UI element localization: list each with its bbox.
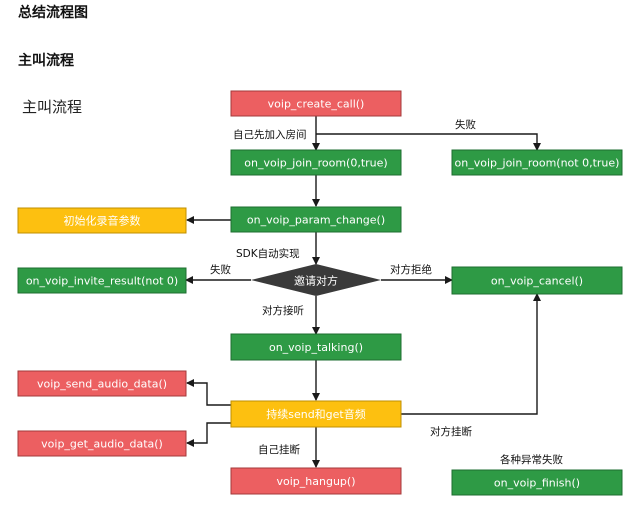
node-join-room-fail-label: on_voip_join_room(not 0,true) [455, 157, 620, 170]
node-join-room-ok: on_voip_join_room(0,true) [230, 149, 402, 176]
node-talking: on_voip_talking() [230, 333, 402, 361]
node-param-change: on_voip_param_change() [230, 206, 402, 233]
node-invite-result-label: on_voip_invite_result(not 0) [26, 275, 178, 288]
node-hangup: voip_hangup() [230, 467, 402, 495]
node-create-call: voip_create_call() [230, 90, 402, 117]
edge-keep-to-send [186, 379, 231, 406]
label-fail-left: 失败 [210, 263, 231, 276]
node-get-audio: voip_get_audio_data() [17, 430, 187, 457]
node-send-audio-label: voip_send_audio_data() [37, 378, 167, 391]
node-send-audio: voip_send_audio_data() [17, 370, 187, 397]
node-keep-send-label: 持续send和get音频 [266, 407, 366, 421]
label-various-fail: 各种异常失败 [500, 453, 563, 466]
node-param-change-label: on_voip_param_change() [247, 214, 385, 227]
node-invite-result: on_voip_invite_result(not 0) [17, 267, 187, 294]
edge-keep-to-cancel [401, 293, 541, 415]
node-keep-send: 持续send和get音频 [230, 400, 402, 428]
label-peer-hangup: 对方挂断 [430, 425, 472, 438]
node-finish: on_voip_finish() [451, 469, 623, 496]
node-finish-label: on_voip_finish() [494, 477, 580, 490]
node-get-audio-label: voip_get_audio_data() [41, 438, 163, 451]
page-title: 总结流程图 [18, 5, 88, 21]
edge-keep-to-get [186, 422, 231, 447]
label-reject: 对方拒绝 [390, 263, 432, 276]
node-invite-decision-label: 邀请对方 [294, 274, 338, 288]
label-self-hangup: 自己挂断 [258, 443, 300, 456]
node-join-room-ok-label: on_voip_join_room(0,true) [244, 157, 387, 170]
node-init-audio-label: 初始化录音参数 [64, 214, 141, 228]
label-sdk-auto: SDK自动实现 [236, 247, 300, 260]
label-answer: 对方接听 [262, 304, 304, 317]
edge-create-to-join-fail [316, 133, 541, 151]
label-fail-top: 失败 [455, 118, 476, 131]
node-init-audio: 初始化录音参数 [17, 207, 187, 234]
diagram-subtitle: 主叫流程 [22, 98, 83, 116]
node-cancel: on_voip_cancel() [451, 266, 623, 295]
node-create-call-label: voip_create_call() [268, 98, 365, 111]
node-talking-label: on_voip_talking() [269, 341, 363, 354]
section-title: 主叫流程 [18, 53, 74, 69]
node-invite-decision: 邀请对方 [251, 264, 381, 296]
node-cancel-label: on_voip_cancel() [491, 275, 583, 288]
node-hangup-label: voip_hangup() [277, 475, 356, 488]
node-join-room-fail: on_voip_join_room(not 0,true) [451, 149, 623, 176]
label-join-first: 自己先加入房间 [233, 128, 307, 141]
